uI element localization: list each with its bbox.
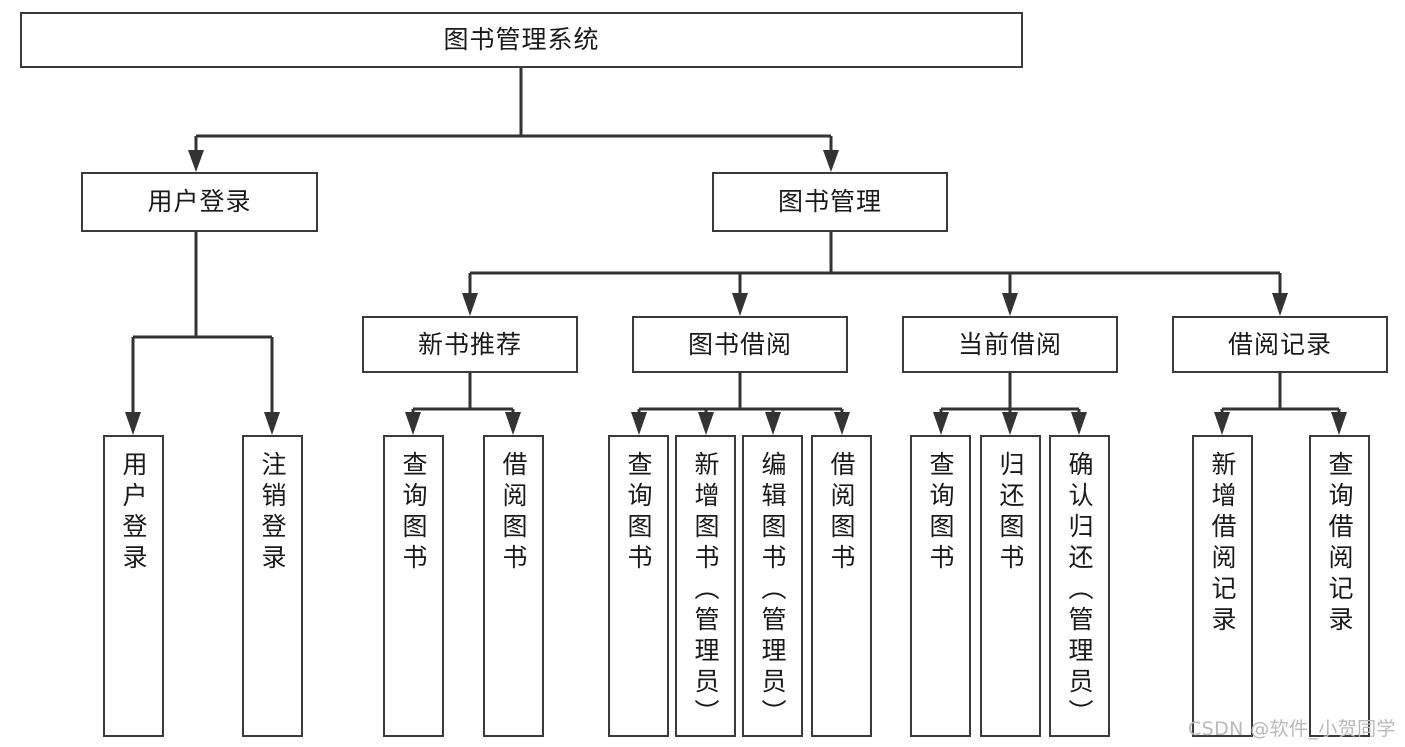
connector-currentborrow-to-leaves (933, 373, 1087, 435)
node-leaf-logout[interactable]: 注销登录 (242, 435, 303, 737)
connector-bookborrow-to-leaves (631, 373, 850, 435)
node-label-leaf-query-book-current: 查询图书 (926, 451, 955, 575)
connector-newbook-to-leaves (405, 373, 521, 435)
node-label-current-borrow: 当前借阅 (957, 329, 1062, 359)
node-leaf-query-book-borrow[interactable]: 查询图书 (608, 435, 669, 737)
node-label-leaf-user-login: 用户登录 (119, 451, 148, 575)
node-label-leaf-query-borrow-record: 查询借阅记录 (1325, 451, 1354, 637)
connector-root-to-level1 (188, 68, 839, 172)
node-label-leaf-return-book: 归还图书 (996, 451, 1025, 575)
node-label-leaf-query-book-borrow: 查询图书 (624, 451, 653, 575)
node-label-book-borrow: 图书借阅 (687, 329, 792, 359)
node-label-borrow-record: 借阅记录 (1227, 329, 1332, 359)
connector-userlogin-to-leaves (125, 232, 280, 435)
node-current-borrow[interactable]: 当前借阅 (902, 316, 1118, 373)
node-label-leaf-borrow-book-recommend: 借阅图书 (499, 451, 528, 575)
node-label-leaf-query-book-recommend: 查询图书 (399, 451, 428, 575)
node-book-borrow[interactable]: 图书借阅 (632, 316, 848, 373)
node-leaf-query-borrow-record[interactable]: 查询借阅记录 (1309, 435, 1370, 737)
node-borrow-record[interactable]: 借阅记录 (1172, 316, 1388, 373)
node-user-login[interactable]: 用户登录 (81, 172, 318, 232)
node-label-root: 图书管理系统 (443, 25, 600, 55)
node-leaf-confirm-return-admin[interactable]: 确认归还（管理员） (1049, 435, 1110, 737)
connector-borrowrecord-to-leaves (1214, 373, 1347, 435)
node-root-system[interactable]: 图书管理系统 (20, 12, 1023, 68)
node-leaf-add-book-admin[interactable]: 新增图书（管理员） (675, 435, 736, 737)
node-label-leaf-add-borrow-record: 新增借阅记录 (1208, 451, 1237, 637)
node-label-user-login: 用户登录 (147, 187, 252, 217)
node-label-leaf-borrow-book: 借阅图书 (827, 451, 856, 575)
node-leaf-return-book[interactable]: 归还图书 (980, 435, 1041, 737)
node-book-management[interactable]: 图书管理 (712, 172, 948, 232)
node-leaf-borrow-book[interactable]: 借阅图书 (811, 435, 872, 737)
node-label-leaf-edit-book-admin: 编辑图书（管理员） (758, 451, 787, 730)
node-label-book-management: 图书管理 (777, 187, 882, 217)
node-new-book-recommend[interactable]: 新书推荐 (362, 316, 578, 373)
node-leaf-edit-book-admin[interactable]: 编辑图书（管理员） (742, 435, 803, 737)
csdn-watermark: CSDN @软件_小贺同学 (1188, 718, 1396, 740)
node-label-leaf-add-book-admin: 新增图书（管理员） (691, 451, 720, 730)
node-label-leaf-logout: 注销登录 (258, 451, 287, 575)
node-label-leaf-confirm-return-admin: 确认归还（管理员） (1065, 451, 1094, 730)
node-leaf-add-borrow-record[interactable]: 新增借阅记录 (1192, 435, 1253, 737)
node-leaf-borrow-book-recommend[interactable]: 借阅图书 (483, 435, 544, 737)
connector-bookmgmt-to-level2 (462, 232, 1288, 316)
node-leaf-query-book-recommend[interactable]: 查询图书 (383, 435, 444, 737)
node-label-new-book-recommend: 新书推荐 (417, 329, 522, 359)
node-leaf-user-login[interactable]: 用户登录 (103, 435, 164, 737)
node-leaf-query-book-current[interactable]: 查询图书 (910, 435, 971, 737)
